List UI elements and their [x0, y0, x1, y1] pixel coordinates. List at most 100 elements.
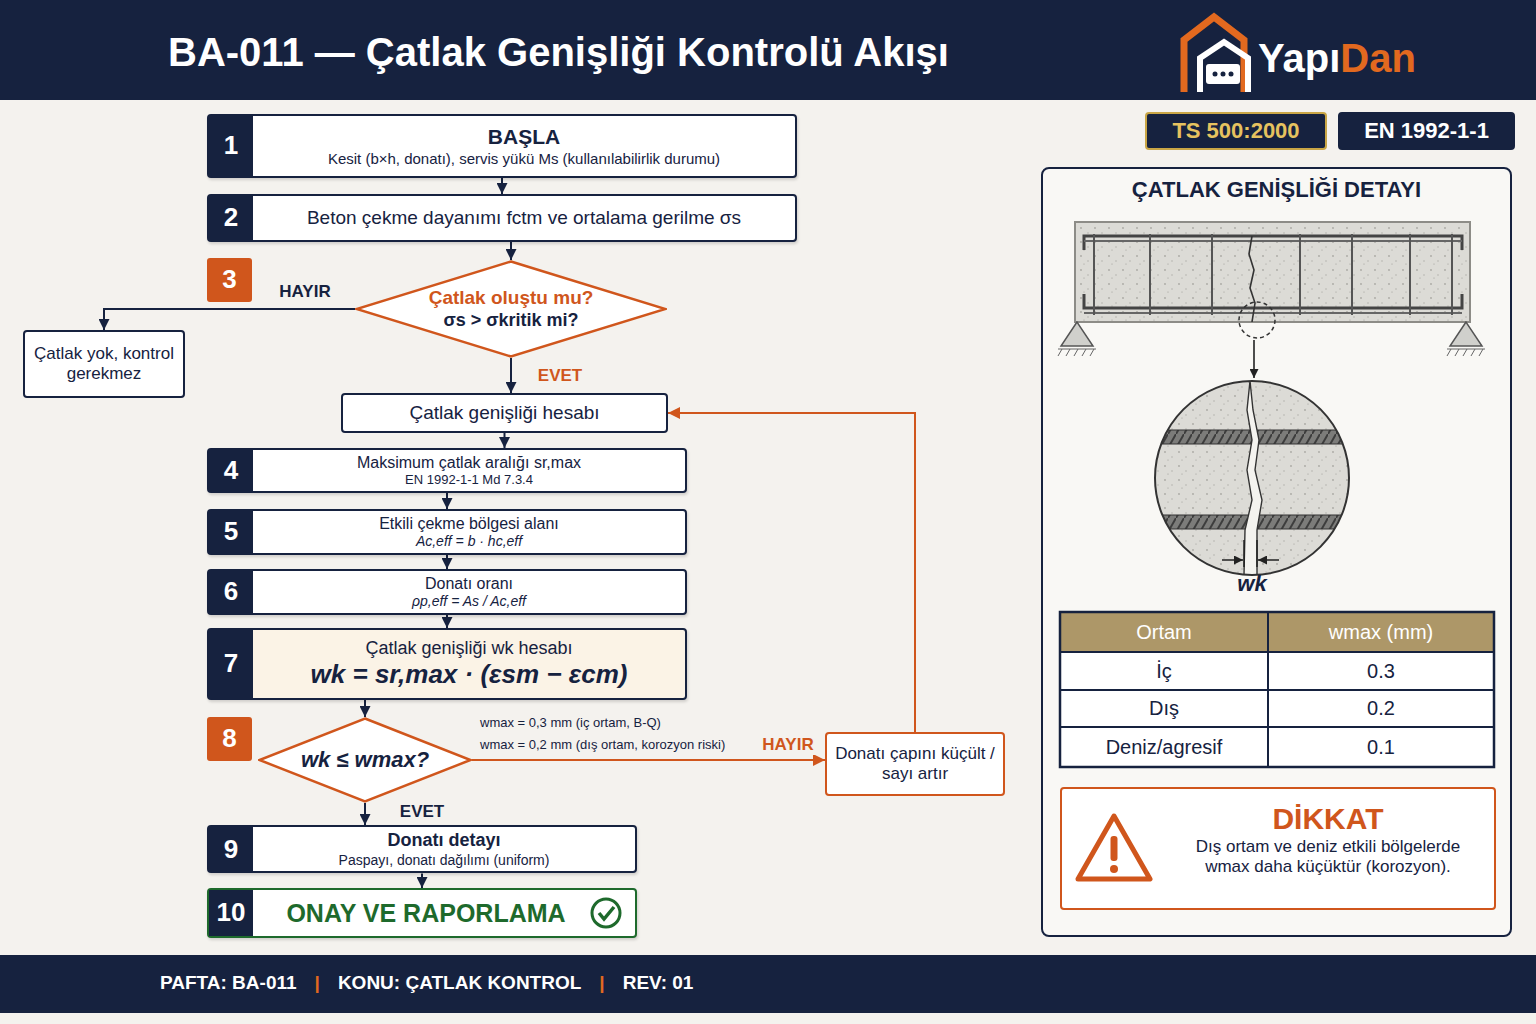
step-content: Beton çekme dayanımı fctm ve ortalama ge… [253, 196, 795, 240]
logo-house [1200, 42, 1248, 92]
footer-bar [0, 955, 1536, 1013]
support-left [1058, 322, 1096, 356]
step-badge: 4 [209, 450, 253, 491]
node-text: EN 1992-1-1 [1364, 118, 1489, 144]
crack-line [1249, 236, 1255, 322]
bottom-bar [1084, 294, 1462, 308]
step-content: ONAY VE RAPORLAMA [253, 890, 635, 936]
process-box: Çatlak genişliği hesabı [341, 393, 668, 433]
beam-body [1075, 222, 1470, 322]
logo-dot [1221, 72, 1226, 77]
step-number: 2 [224, 202, 238, 233]
flow-connector [446, 615, 448, 628]
diamond-shape [357, 262, 666, 357]
warning-icon [1074, 811, 1154, 883]
node-text: Paspayı, donatı dağılımı (uniform) [339, 852, 550, 869]
limit-table [1060, 612, 1494, 767]
step-number: 3 [222, 264, 236, 295]
step-badge: 3 [207, 258, 252, 302]
detail-panel: ÇATLAK GENİŞLİĞİ DETAYIDİKKATDış ortam v… [1041, 167, 1512, 937]
standard-badge: EN 1992-1-1 [1338, 112, 1515, 150]
table-cell: Dış [1149, 696, 1179, 720]
node-text: σs > σkritik mi? [443, 310, 578, 332]
detail-leader [1253, 340, 1255, 378]
check-icon [589, 896, 623, 930]
process-box: 6 Donatı oranıρp,eff = As / Ac,eff [207, 569, 687, 615]
footer-text: KONU: ÇATLAK KONTROL [338, 972, 581, 995]
step-number: 10 [217, 897, 246, 928]
table-cell: İç [1156, 659, 1172, 683]
action-box: Donatı çapını küçült / sayı artır [825, 732, 1005, 796]
process-box: 2 Beton çekme dayanımı fctm ve ortalama g… [207, 194, 797, 242]
warning-box: DİKKATDış ortam ve deniz etkili bölgeler… [1060, 787, 1496, 910]
step-content: Çatlak genişliği wk hesabıwk = sr,max · … [253, 630, 685, 698]
node-text: Çatlak genişliği hesabı [409, 402, 599, 425]
table-cell: Deniz/agresif [1106, 735, 1223, 759]
bottom-bar [1084, 312, 1462, 314]
node-text: Donatı çapını küçült / sayı artır [835, 744, 995, 785]
support-right [1447, 322, 1485, 356]
node-text: BAŞLA [488, 124, 560, 149]
edge-label: HAYIR [276, 282, 333, 302]
check-circle [592, 899, 620, 927]
warning-dot [1110, 865, 1118, 873]
logo-window [1206, 64, 1240, 84]
node-text: Maksimum çatlak aralığı sr,max [357, 453, 581, 472]
step-number: 6 [224, 576, 238, 607]
logo-dot [1229, 72, 1234, 77]
detail-mark [1239, 302, 1275, 338]
logo-text: Dan [1340, 34, 1416, 82]
step-number: 4 [224, 455, 238, 486]
logo-building [1184, 17, 1244, 92]
flow-connector [421, 873, 423, 888]
step-number: 9 [224, 834, 238, 865]
node-text: Çatlak oluştu mu? [429, 287, 594, 310]
logo-text: Yapı [1258, 34, 1340, 82]
node-text: Etkili çekme bölgesi alanı [379, 514, 559, 533]
decision-diamond: 3Çatlak oluştu mu?σs > σkritik mi? [355, 260, 667, 358]
node-text: ρp,eff = As / Ac,eff [412, 593, 526, 610]
step-badge: 2 [209, 196, 253, 240]
step-number: 1 [224, 130, 238, 161]
node-text: Çatlak yok, kontrol gerekmez [33, 344, 175, 385]
edge-label: EVET [535, 366, 585, 386]
process-box: 5Etkili çekme bölgesi alanıAc,eff = b · … [207, 509, 687, 555]
diamond-outline [355, 260, 667, 358]
step-badge: 9 [209, 827, 253, 871]
node-text: EN 1992-1-1 Md 7.3.4 [405, 472, 533, 488]
footer-separator: | [315, 972, 320, 995]
panel-ground [1041, 167, 1512, 937]
node-text: Donatı detayı [387, 830, 500, 852]
table-header: wmax (mm) [1329, 620, 1433, 644]
limit-note: wmax = 0,3 mm (iç ortam, B-Q) [480, 715, 661, 731]
process-box: 9 Donatı detayıPaspayı, donatı dağılımı (… [207, 825, 637, 873]
step-badge: 7 [209, 630, 253, 698]
warning-content: DİKKATDış ortam ve deniz etkili bölgeler… [1172, 789, 1494, 888]
flow-connector [504, 433, 506, 448]
step-content: Maksimum çatlak aralığı sr,maxEN 1992-1-… [253, 450, 685, 491]
step-badge: 10 [209, 890, 253, 936]
node-text: wk ≤ wmax? [301, 747, 429, 773]
zoom-circle [1155, 381, 1349, 575]
flow-connector [104, 309, 355, 330]
step-content: Etkili çekme bölgesi alanıAc,eff = b · h… [253, 511, 685, 553]
logo-icon [1184, 17, 1248, 92]
footer-separator: | [599, 972, 604, 995]
limit-note: wmax = 0,2 mm (dış ortam, korozyon riski… [480, 737, 725, 753]
step-number: 7 [224, 648, 238, 679]
flow-connector [668, 413, 915, 732]
table-header: Ortam [1136, 620, 1192, 644]
flow-connector [446, 493, 448, 509]
dimension-label: wk [1237, 571, 1266, 597]
beam-drawing [1058, 222, 1485, 378]
step-badge: 5 [209, 511, 253, 553]
warning-text: Dış ortam ve deniz etkili bölgelerde wma… [1172, 837, 1484, 878]
wk-dimension [1222, 540, 1279, 567]
table-cell: 0.1 [1367, 735, 1395, 759]
table-cell: 0.2 [1367, 696, 1395, 720]
formula-box: 7 Çatlak genişliği wk hesabıwk = sr,max ·… [207, 628, 687, 700]
node-text: Donatı oranı [425, 574, 513, 593]
stirrups [1094, 234, 1452, 315]
warning-triangle [1078, 816, 1150, 879]
edge-label: EVET [397, 802, 447, 822]
